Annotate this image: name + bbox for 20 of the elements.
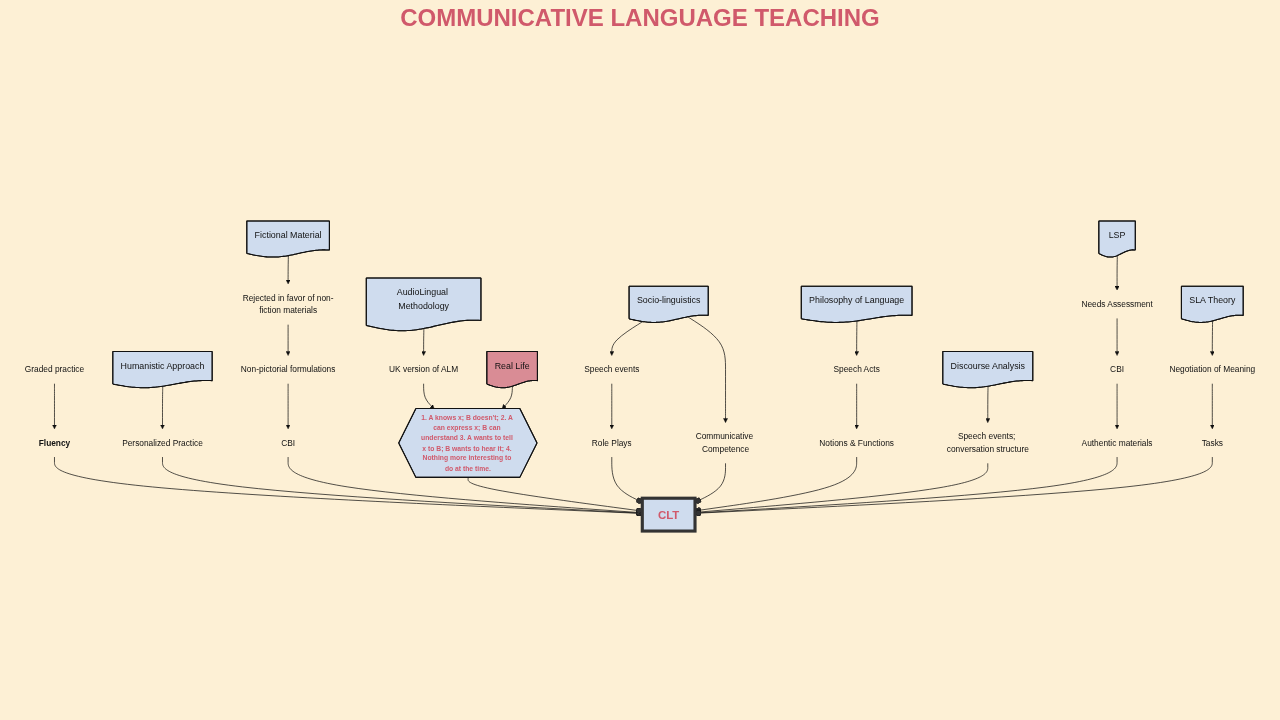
- node-text: Speech events; conversation structure: [946, 432, 1029, 454]
- node-text: Communicative Competence: [695, 432, 754, 454]
- node-text: Needs Assessment: [1081, 299, 1153, 309]
- node-text: Personalized Practice: [122, 438, 203, 448]
- node-text: Notions & Functions: [819, 438, 894, 448]
- node-text: Negotiation of Meaning: [1169, 364, 1256, 374]
- node-text: CBI: [1110, 364, 1125, 374]
- node-text: Graded practice: [24, 364, 85, 374]
- node-text: Authentic materials: [1081, 438, 1153, 448]
- node-text: Role Plays: [591, 438, 632, 448]
- node-text: Speech Acts: [833, 364, 880, 374]
- node-text: UK version of ALM: [389, 364, 459, 374]
- node-text: CBI: [281, 438, 296, 448]
- node-text: Rejected in favor of non-fiction materials: [242, 293, 334, 315]
- node-box: CLT: [640, 496, 697, 533]
- node-text: Fluency: [38, 438, 71, 448]
- diagram-title: COMMUNICATIVE LANGUAGE TEACHING: [400, 4, 880, 32]
- node-text: Non-pictorial formulations: [240, 364, 336, 374]
- node-text: Speech events: [584, 364, 640, 374]
- node-text: Tasks: [1201, 438, 1223, 448]
